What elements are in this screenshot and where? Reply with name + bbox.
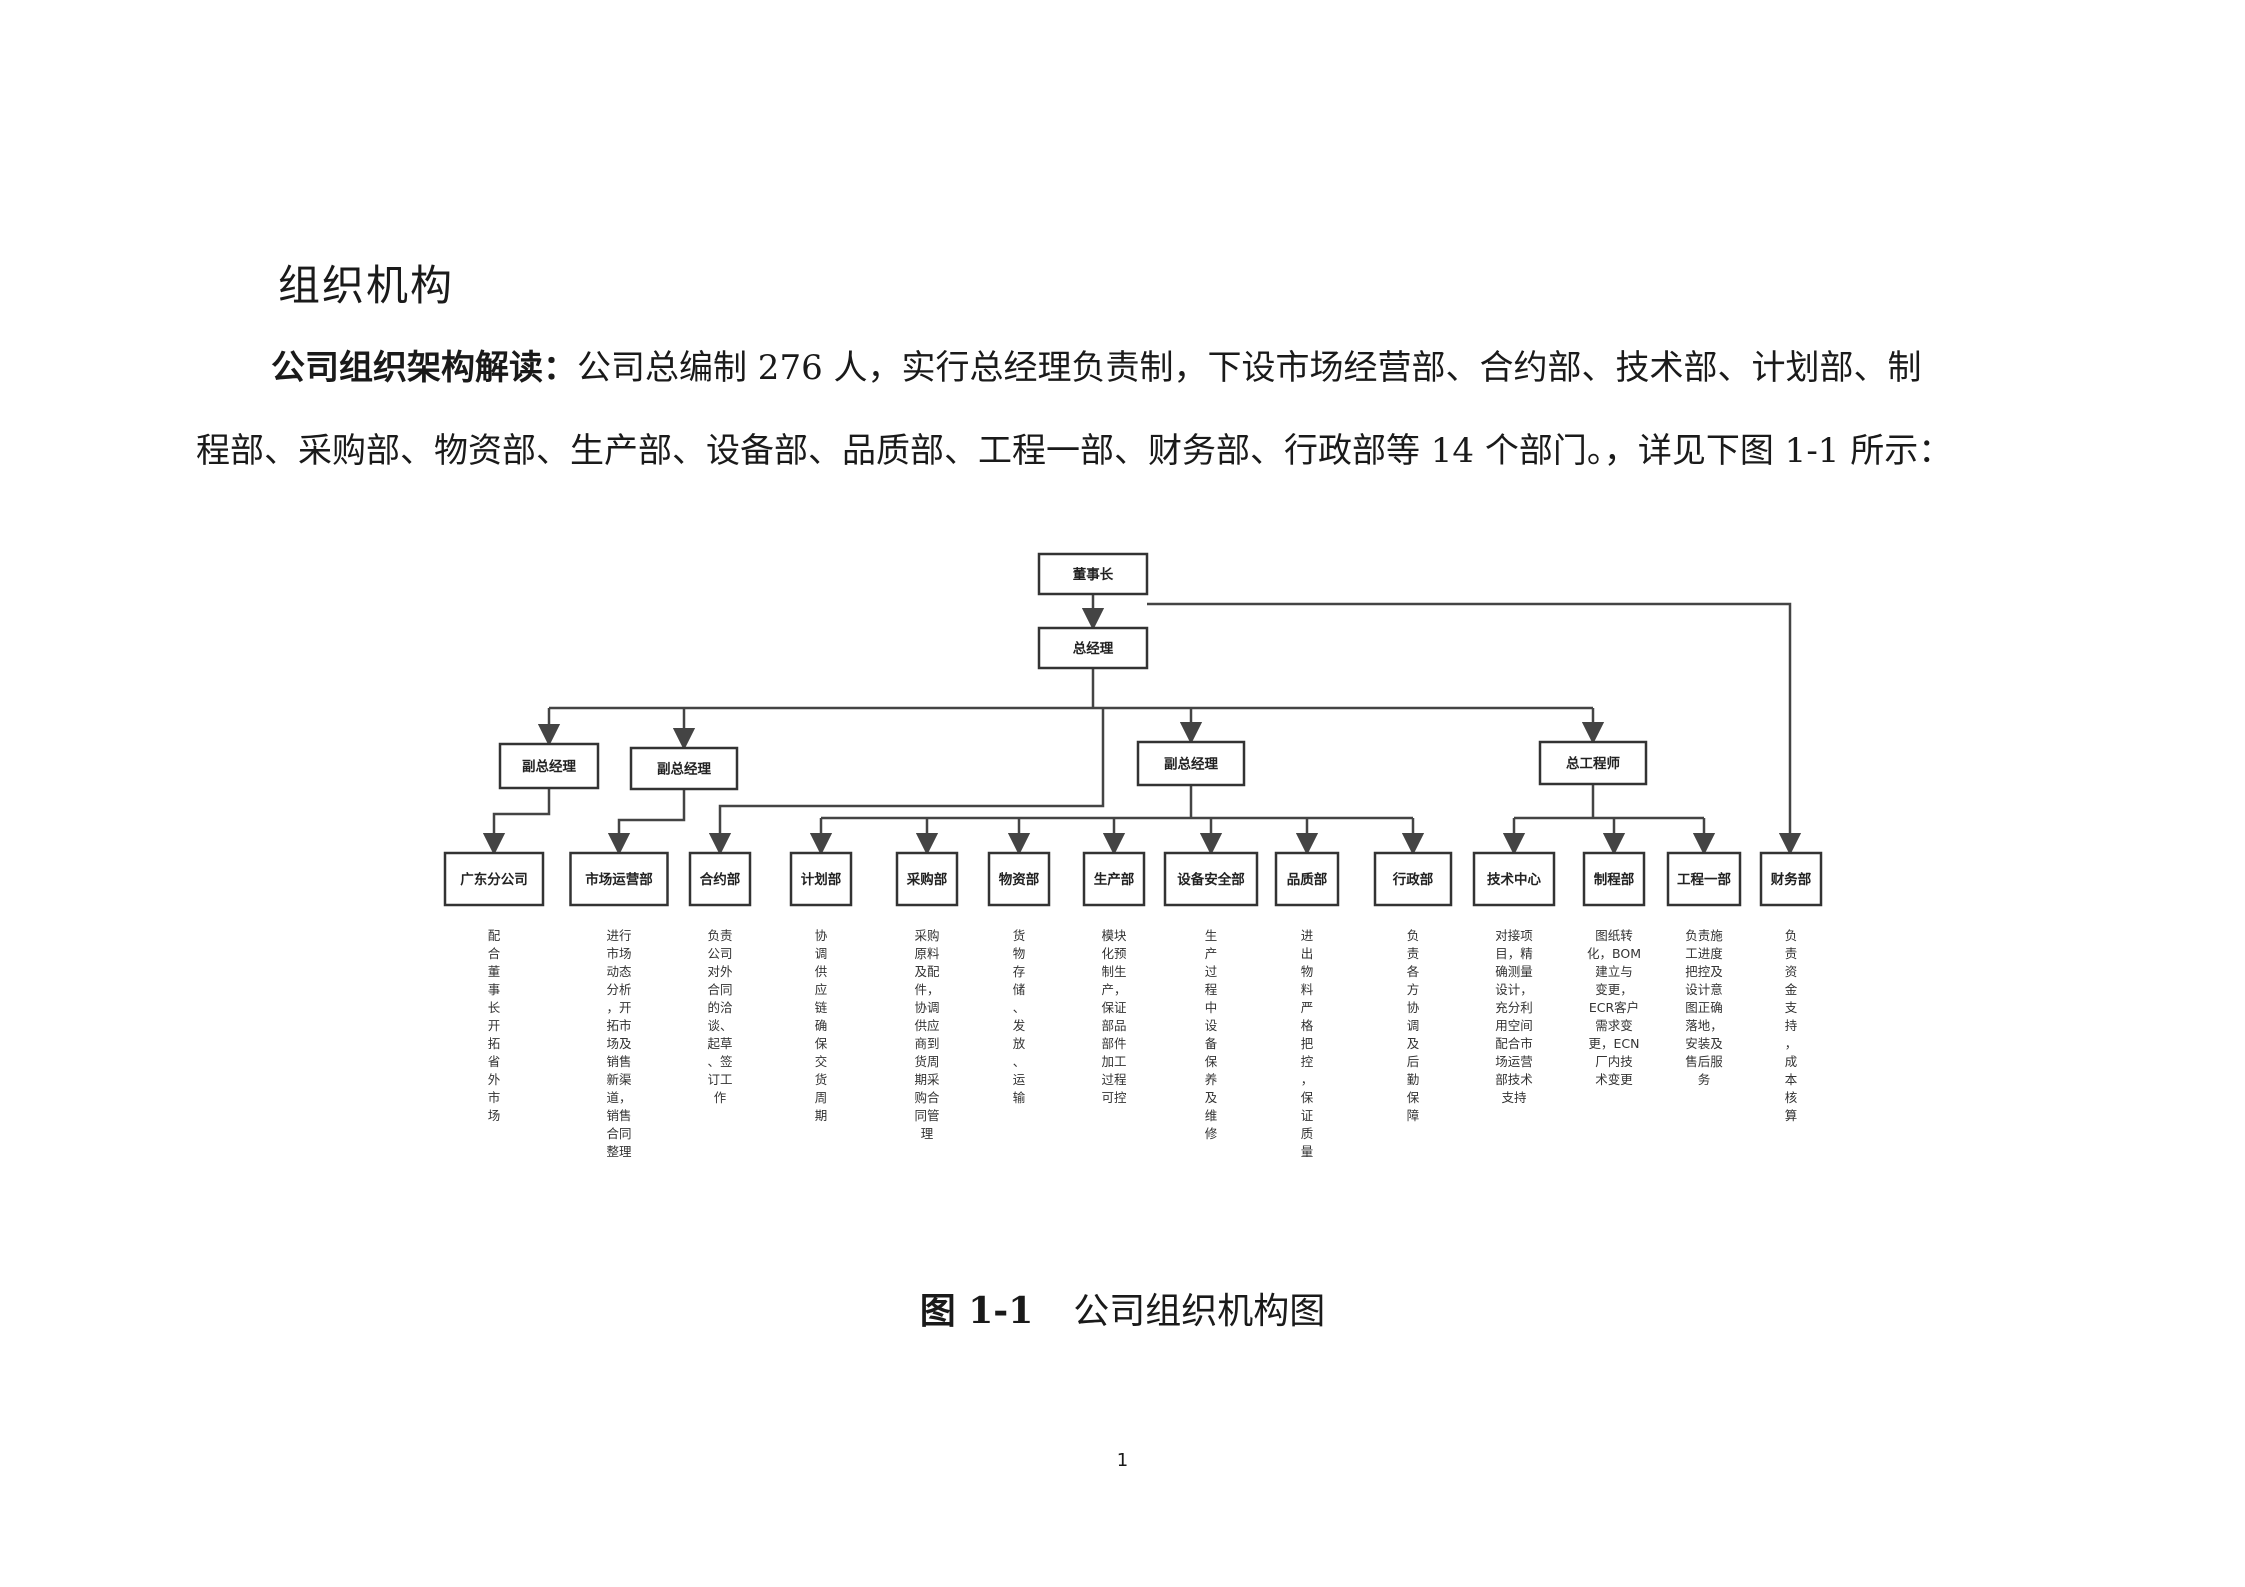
dept-plan-description: 协调供应链确保交货周期: [815, 928, 828, 1123]
dept-tech-box: 技术中心: [1472, 851, 1556, 907]
dept-production-box: 生产部: [1082, 851, 1146, 907]
org-chart-descriptions: 配合董事长开拓省外市场 进行市场动态分析，开拓市场及销售新渠道，销售合同整理 负责公…: [488, 928, 1798, 1159]
vice-gm-3-label: 副总经理: [1164, 756, 1218, 773]
dept-gd-description: 配合董事长开拓省外市场: [488, 928, 501, 1123]
dept-process-label: 制程部: [1594, 871, 1635, 888]
page-number: 1: [1116, 1450, 1129, 1471]
dept-finance-description: 负责资金支持，成本核算: [1785, 928, 1798, 1123]
dept-finance-box: 财务部: [1759, 851, 1823, 907]
org-chart-connectors: [482, 594, 1802, 856]
chairman-box: 董事长: [1037, 552, 1149, 596]
connector-line: [607, 789, 686, 856]
dept-material-description: 货物存储、发放、运输: [1013, 928, 1026, 1105]
intro-text-1: 公司总编制 276 人，实行总经理负责制，下设市场经营部、合约部、技术部、计划部…: [577, 348, 1922, 388]
dept-admin-description: 负责各方协调及后勤保障: [1407, 928, 1420, 1123]
dept-equipment-description: 生产过程中设备保养及维修: [1205, 928, 1218, 1141]
dept-contract-label: 合约部: [700, 871, 741, 888]
dept-purchase-box: 采购部: [895, 851, 959, 907]
figure-caption: 图 1-1 公司组织机构图: [0, 1282, 2245, 1334]
dept-equipment-box: 设备安全部: [1163, 851, 1259, 907]
vice-gm-1-box: 副总经理: [498, 742, 600, 790]
dept-equipment-label: 设备安全部: [1177, 871, 1245, 888]
chief-engineer-label: 总工程师: [1566, 755, 1620, 772]
dept-gd-label: 广东分公司: [460, 871, 528, 888]
dept-gd-box: 广东分公司: [443, 851, 545, 907]
dept-mkt-description: 进行市场动态分析，开拓市场及销售新渠道，销售合同整理: [606, 928, 632, 1159]
dept-mkt-box: 市场运营部: [569, 851, 669, 907]
dept-contract-box: 合约部: [688, 851, 752, 907]
connector-line: [482, 788, 551, 856]
dept-mkt-label: 市场运营部: [585, 871, 653, 888]
vice-gm-2-label: 副总经理: [657, 761, 711, 778]
dept-eng1-description: 负责施工进度把控及设计意图正确落地，安装及售后服务: [1685, 928, 1723, 1087]
vice-gm-3-box: 副总经理: [1136, 740, 1246, 787]
intro-lead: 公司组织架构解读：: [271, 348, 577, 388]
vice-gm-2-box: 副总经理: [629, 746, 739, 791]
connector-line: [708, 708, 1105, 856]
general-manager-box: 总经理: [1037, 626, 1149, 670]
connector-line: [1147, 602, 1802, 856]
dept-contract-description: 负责公司对外合同的洽谈、起草、签订工作: [707, 928, 733, 1105]
dept-quality-description: 进出物料严格把控，保证质量: [1301, 928, 1314, 1159]
dept-admin-label: 行政部: [1392, 871, 1434, 888]
dept-finance-label: 财务部: [1770, 871, 1812, 888]
dept-tech-label: 技术中心: [1487, 871, 1541, 888]
dept-material-label: 物资部: [999, 871, 1040, 888]
dept-eng1-label: 工程一部: [1677, 871, 1731, 888]
intro-paragraph-line-1: 公司组织架构解读：公司总编制 276 人，实行总经理负责制，下设市场经营部、合约…: [271, 348, 1922, 388]
dept-plan-box: 计划部: [789, 851, 853, 907]
general-manager-label: 总经理: [1073, 640, 1114, 657]
figure-number: 图 1-1: [919, 1290, 1034, 1332]
dept-admin-box: 行政部: [1373, 851, 1453, 907]
dept-purchase-description: 采购原料及配件，协调供应商到货周期采购合同管理: [914, 928, 940, 1141]
dept-quality-box: 品质部: [1274, 851, 1340, 907]
chief-engineer-box: 总工程师: [1538, 740, 1648, 786]
intro-paragraph-line-2: 程部、采购部、物资部、生产部、设备部、品质部、工程一部、财务部、行政部等 14 …: [196, 431, 1953, 471]
dept-material-box: 物资部: [987, 851, 1051, 907]
page-title: 组织机构: [278, 261, 455, 310]
dept-production-description: 模块化预制生产，保证部品部件加工过程可控: [1101, 928, 1127, 1105]
dept-production-label: 生产部: [1094, 871, 1135, 888]
dept-plan-label: 计划部: [801, 871, 842, 888]
dept-purchase-label: 采购部: [907, 871, 948, 888]
dept-quality-label: 品质部: [1287, 871, 1328, 888]
dept-tech-description: 对接项目，精确测量设计，充分利用空间配合市场运营部技术支持: [1495, 928, 1533, 1105]
dept-process-box: 制程部: [1582, 851, 1646, 907]
chairman-label: 董事长: [1073, 566, 1114, 583]
vice-gm-1-label: 副总经理: [522, 758, 576, 775]
dept-eng1-box: 工程一部: [1666, 851, 1742, 907]
figure-caption-text: 公司组织机构图: [1073, 1291, 1326, 1332]
